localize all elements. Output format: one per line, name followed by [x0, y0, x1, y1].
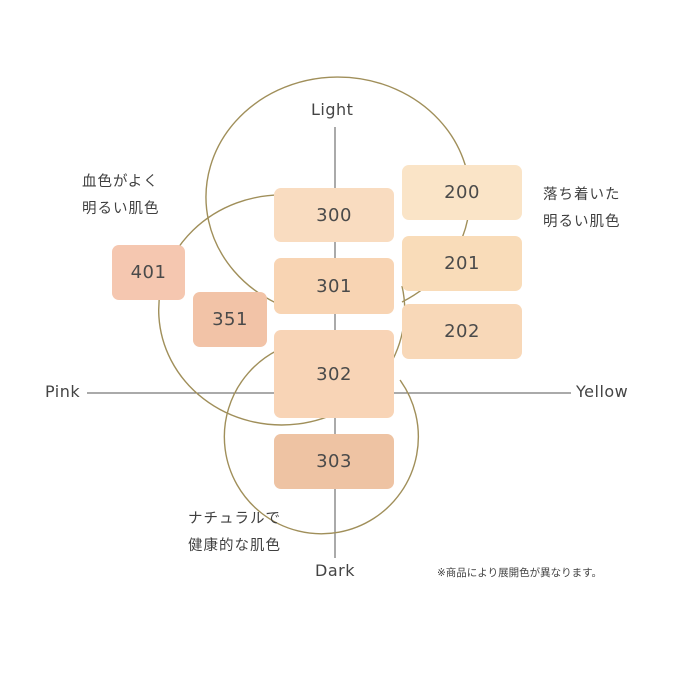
shade-swatch-301: 301 [274, 258, 394, 314]
shade-swatch-300: 300 [274, 188, 394, 242]
shade-swatch-351: 351 [193, 292, 267, 347]
shade-swatch-303: 303 [274, 434, 394, 489]
axis-label-dark: Dark [315, 561, 355, 580]
yellow-group-circle [205, 76, 471, 304]
shade-swatch-200: 200 [402, 165, 522, 220]
shade-code: 351 [212, 309, 248, 330]
pink-group-label-line2: 明るい肌色 [82, 201, 160, 217]
shade-code: 300 [316, 204, 352, 226]
shade-code: 201 [444, 253, 480, 274]
shade-code: 303 [316, 451, 352, 472]
pink-group-label: 血色がよく 明るい肌色 [82, 169, 160, 223]
shade-code: 202 [444, 321, 480, 342]
axis-label-light: Light [311, 100, 354, 119]
shade-code: 301 [316, 275, 352, 297]
axis-label-pink: Pink [45, 382, 81, 401]
yellow-group-label-line1: 落ち着いた [543, 187, 621, 203]
shade-code: 401 [130, 262, 167, 283]
natural-group-label: ナチュラルで 健康的な肌色 [188, 506, 281, 560]
natural-group-circle [223, 349, 419, 535]
shade-swatch-401: 401 [112, 245, 185, 300]
pink-group-label-line1: 血色がよく [82, 174, 159, 190]
shade-swatch-201: 201 [402, 236, 522, 291]
shade-code: 200 [444, 182, 480, 203]
natural-group-label-line2: 健康的な肌色 [188, 538, 281, 554]
shade-code: 302 [316, 363, 352, 385]
yellow-group-label-line2: 明るい肌色 [543, 214, 621, 230]
shade-swatch-302: 302 [274, 330, 394, 418]
natural-group-label-line1: ナチュラルで [188, 511, 281, 527]
yellow-group-label: 落ち着いた 明るい肌色 [543, 182, 621, 236]
availability-note: ※商品により展開色が異なります。 [437, 567, 603, 579]
axis-label-yellow: Yellow [576, 382, 629, 401]
shade-swatch-202: 202 [402, 304, 522, 359]
